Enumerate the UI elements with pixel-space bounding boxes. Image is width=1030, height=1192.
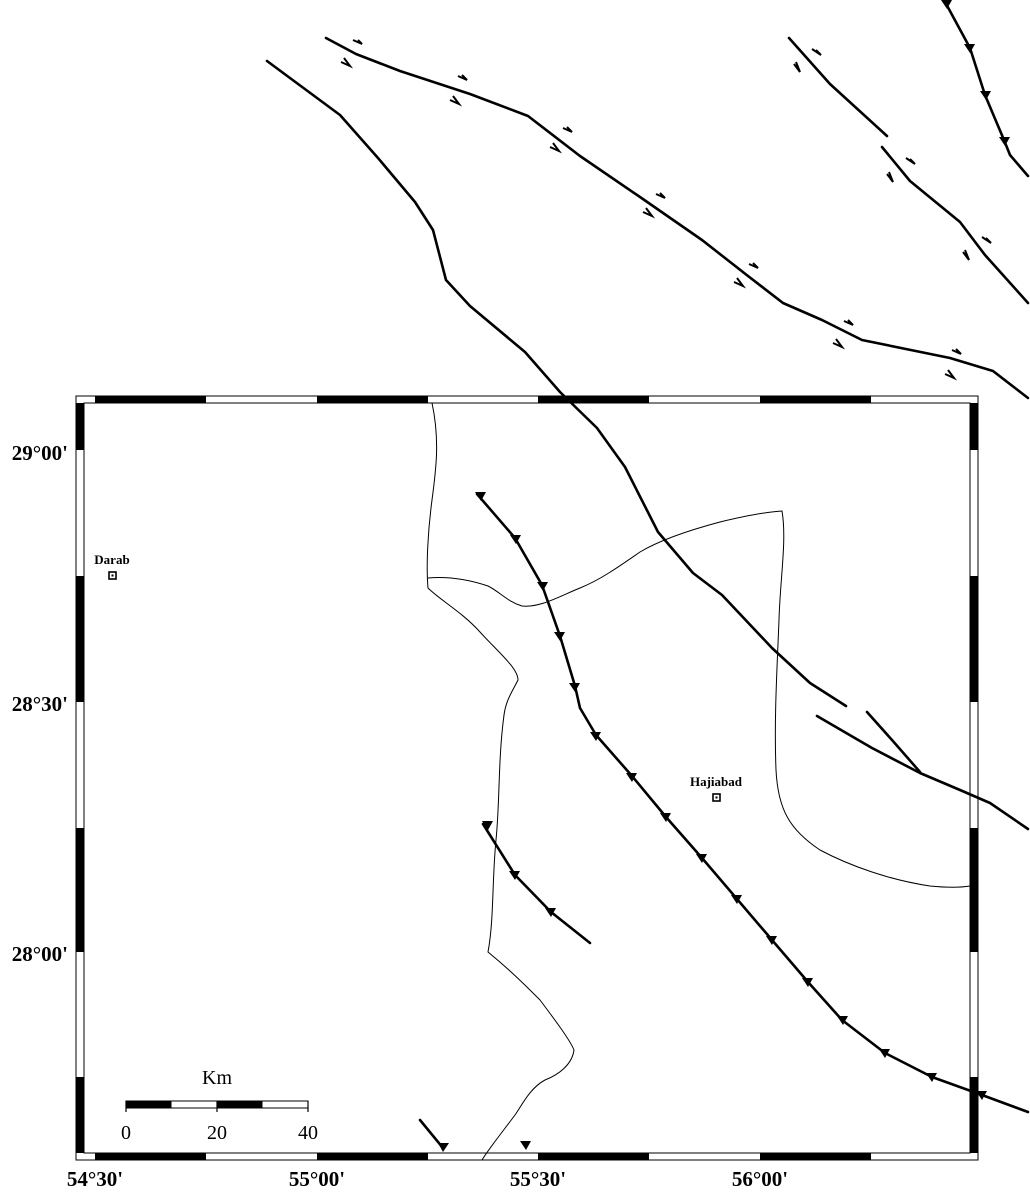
strike-slip-arrows — [340, 39, 992, 381]
scale-tick-20: 20 — [207, 1122, 227, 1144]
thrust-fault-ne — [942, 0, 1030, 178]
scale-tick-40: 40 — [298, 1122, 318, 1144]
frame-left-bar — [76, 403, 84, 1153]
strike-slip-fault-main — [265, 59, 848, 708]
city-hajiabad[interactable]: Hajiabad — [690, 774, 743, 802]
lat-label-29-00: 29°00' — [12, 441, 68, 465]
lon-label-54-30: 54°30' — [67, 1167, 123, 1191]
map-frame — [75, 395, 979, 1161]
scale-tick-0: 0 — [121, 1122, 131, 1144]
thrust-fault-sw — [481, 822, 592, 945]
strike-slip-fault-ne-2 — [880, 145, 1030, 305]
scale-bar: Km 0 20 40 — [121, 1067, 318, 1144]
scale-unit-label: Km — [202, 1067, 232, 1089]
lat-label-28-30: 28°30' — [12, 692, 68, 716]
strike-slip-fault-east-branch — [865, 710, 922, 774]
frame-top-bar — [95, 396, 871, 403]
longitude-labels: 54°30' 55°00' 55°30' 56°00' — [67, 1167, 788, 1191]
strike-slip-fault-ne-1 — [787, 36, 889, 138]
city-darab[interactable]: Darab — [94, 552, 130, 580]
frame-bottom-bar — [95, 1153, 871, 1160]
city-label-darab: Darab — [94, 552, 129, 567]
lon-label-55-30: 55°30' — [510, 1167, 566, 1191]
lon-label-55-00: 55°00' — [289, 1167, 345, 1191]
strike-slip-fault-north — [324, 36, 1030, 400]
city-label-hajiabad: Hajiabad — [690, 774, 743, 789]
lon-label-56-00: 56°00' — [732, 1167, 788, 1191]
thrust-fault-main — [475, 492, 1030, 1114]
lat-label-28-00: 28°00' — [12, 942, 68, 966]
strike-slip-fault-east — [815, 714, 1030, 831]
latitude-labels: 29°00' 28°30' 28°00' — [12, 441, 68, 966]
faults — [265, 0, 1030, 1150]
frame-right-bar — [970, 403, 978, 1153]
thrust-triangle-markers — [438, 0, 1010, 1152]
province-border — [426, 402, 971, 1160]
